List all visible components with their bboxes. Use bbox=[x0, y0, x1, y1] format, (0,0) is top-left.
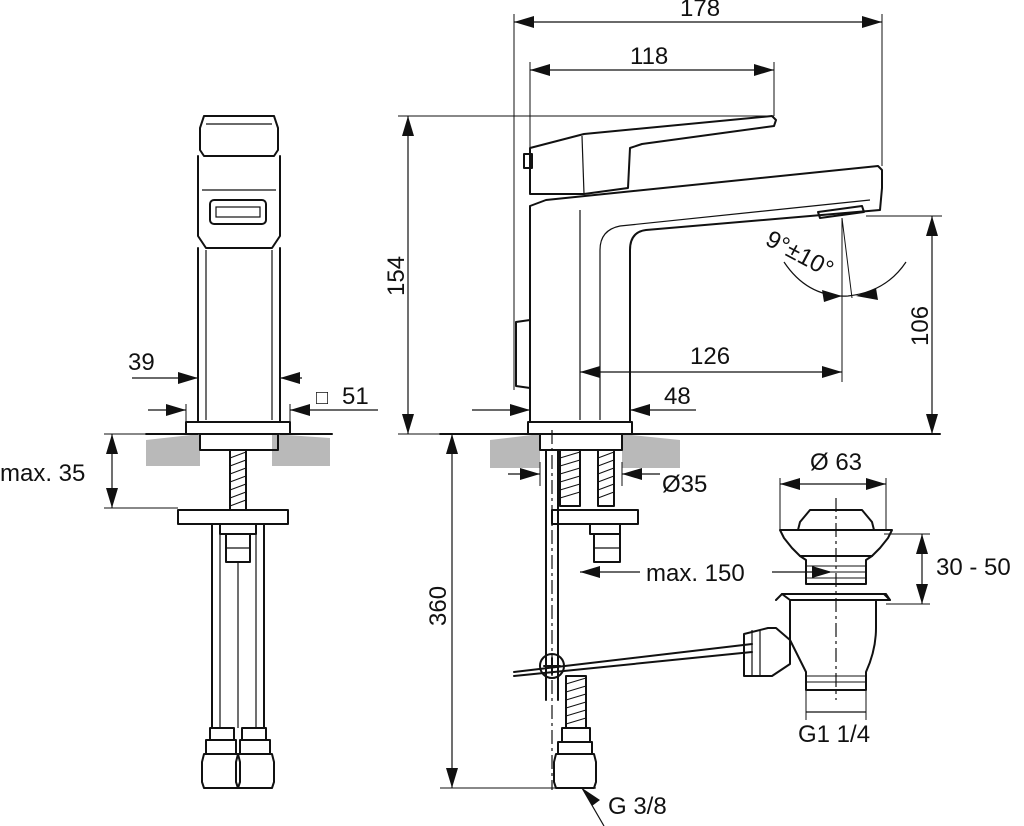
dim-waste-thread-label: G1 1/4 bbox=[798, 721, 870, 748]
dim-118: 118 bbox=[529, 43, 775, 148]
dim-126-label: 126 bbox=[690, 343, 730, 370]
dim-waste-thread: G1 1/4 bbox=[798, 690, 870, 748]
front-view: 178 118 154 106 bbox=[383, 0, 942, 826]
dim-max-150: max. 150 bbox=[580, 560, 832, 587]
dim-178: 178 bbox=[513, 0, 883, 390]
dim-51: □ 51 bbox=[148, 383, 378, 422]
dim-360: 360 bbox=[425, 434, 596, 789]
dim-106-label: 106 bbox=[907, 306, 934, 346]
dim-118-label: 118 bbox=[630, 43, 668, 70]
side-aerator bbox=[209, 199, 267, 225]
square-symbol: □ bbox=[316, 387, 328, 409]
side-hose-fittings bbox=[201, 727, 275, 789]
side-column bbox=[197, 247, 281, 423]
side-mounting-plate bbox=[177, 509, 289, 525]
dim-360-label: 360 bbox=[425, 586, 452, 626]
hose-thread-label: G 3/8 bbox=[608, 793, 667, 820]
dim-hole-diameter: Ø35 bbox=[508, 462, 707, 498]
waste-overflow-connector bbox=[743, 627, 791, 677]
dim-max-35: max. 35 bbox=[0, 433, 178, 509]
dim-39: 39 bbox=[128, 349, 302, 384]
dim-angle: 9°±10° bbox=[761, 217, 907, 302]
dim-154-label: 154 bbox=[383, 256, 410, 296]
front-hose-fitting bbox=[553, 727, 597, 789]
spout-body bbox=[529, 165, 883, 423]
dim-178-label: 178 bbox=[680, 0, 720, 22]
pivot-clip bbox=[539, 653, 565, 679]
side-base bbox=[185, 421, 291, 435]
dim-48-label: 48 bbox=[664, 383, 691, 410]
lever-handle bbox=[529, 115, 777, 195]
dim-48: 48 bbox=[472, 383, 696, 416]
dim-max-150-label: max. 150 bbox=[646, 560, 745, 587]
popup-rod bbox=[545, 449, 559, 701]
side-deck bbox=[146, 434, 200, 466]
hose-thread-callout: G 3/8 bbox=[581, 787, 667, 826]
pivot-rod bbox=[513, 643, 753, 677]
front-base bbox=[527, 421, 633, 435]
front-deck bbox=[490, 434, 540, 468]
dim-waste-range-label: 30 - 50 bbox=[936, 554, 1011, 581]
front-hose bbox=[565, 675, 587, 729]
dim-waste-diameter-label: Ø 63 bbox=[810, 449, 862, 476]
dim-waste-range: 30 - 50 bbox=[884, 533, 1011, 605]
dim-max-35-label: max. 35 bbox=[0, 460, 85, 487]
waste-valve: Ø 63 30 - 50 G1 1/4 bbox=[743, 449, 1011, 748]
dim-angle-label: 9°±10° bbox=[761, 225, 838, 283]
dim-39-label: 39 bbox=[128, 349, 155, 376]
dim-126: 126 bbox=[580, 218, 843, 382]
dim-106: 106 bbox=[866, 215, 942, 434]
spout-aerator bbox=[817, 205, 865, 219]
side-body-upper bbox=[197, 155, 281, 249]
front-mounting-plate bbox=[551, 509, 639, 525]
side-handle bbox=[199, 115, 279, 157]
dim-waste-diameter: Ø 63 bbox=[779, 449, 887, 530]
side-hoses bbox=[211, 523, 265, 729]
dim-51-label: 51 bbox=[342, 383, 369, 410]
front-nut bbox=[593, 533, 621, 563]
dim-154: 154 bbox=[383, 115, 774, 435]
front-threaded-body bbox=[559, 449, 615, 507]
rear-knob bbox=[515, 319, 531, 389]
side-view: 39 □ 51 max. 35 bbox=[0, 115, 378, 789]
dim-hole-diameter-label: Ø35 bbox=[662, 471, 707, 498]
